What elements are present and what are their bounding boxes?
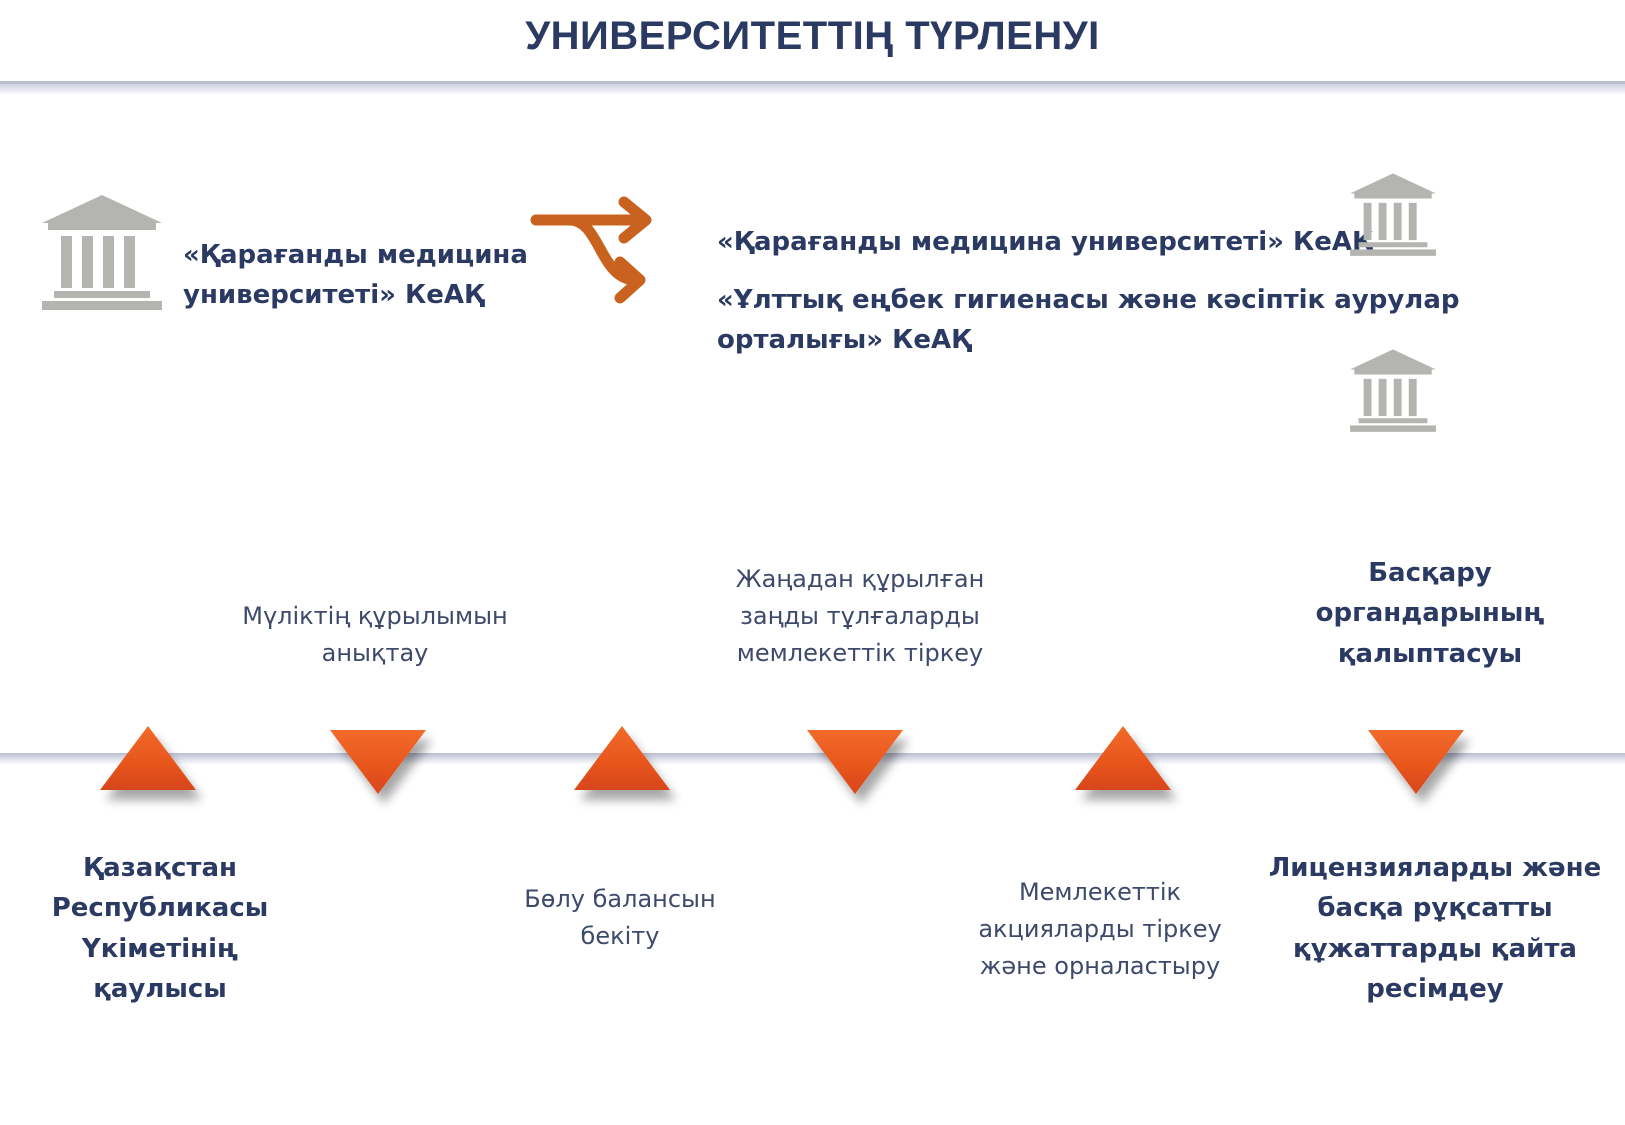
bank-building-icon (1350, 173, 1436, 256)
timeline-step-2: Мүліктің құрылымын анықтау (205, 598, 545, 672)
triangle-down-icon (807, 730, 903, 794)
timeline-step-7: Лицензияларды және басқа рұқсатты құжатт… (1265, 848, 1605, 1009)
result-org-1-line: «Қарағанды медицина университеті» КеАҚ (717, 227, 1373, 257)
step-7-line2: басқа рұқсатты (1317, 893, 1553, 924)
title-divider (0, 81, 1625, 95)
step-5-line1: Мемлекеттік (1018, 878, 1182, 906)
step-3-line2: бекіту (580, 922, 660, 951)
source-org-line2: университеті» КеАҚ (183, 280, 485, 311)
page-title: УНИВЕРСИТЕТТІҢ ТҮРЛЕНУІ (525, 14, 1100, 58)
step-6-line3: қалыптасуы (1337, 638, 1523, 669)
step-3-line1: Бөлу балансын (524, 885, 716, 913)
result-org-2-line2: орталығы» КеАҚ (717, 325, 972, 356)
step-4-line3: мемлекеттік тіркеу (736, 639, 984, 668)
step-1-line2: Республикасы (51, 893, 269, 924)
result-org-2-label: «Ұлттық еңбек гигиенасы және кәсіптік ау… (717, 280, 1460, 361)
step-1-line4: қаулысы (93, 973, 227, 1004)
split-arrow-icon (530, 196, 652, 304)
triangle-up-icon (100, 726, 196, 790)
result-org-1-label: «Қарағанды медицина университеті» КеАҚ (717, 222, 1372, 262)
source-org-line1: «Қарағанды медицина (183, 240, 528, 270)
result-org-2-line1: «Ұлттық еңбек гигиенасы және кәсіптік ау… (717, 285, 1460, 315)
step-4-line2: заңды тұлғаларды (740, 602, 980, 631)
step-5-line3: және орналастыру (979, 952, 1221, 981)
triangle-down-icon (1368, 730, 1464, 794)
triangle-up-icon (574, 726, 670, 790)
triangle-down-icon (330, 730, 426, 794)
step-6-line2: органдарының (1315, 598, 1545, 629)
timeline-step-3: Бөлу балансын бекіту (470, 881, 770, 955)
triangle-up-icon (1075, 726, 1171, 790)
step-1-line3: Үкіметінің (81, 933, 239, 964)
timeline-step-6: Басқару органдарының қалыптасуы (1270, 553, 1590, 674)
step-1-line1: Қазақстан (83, 853, 237, 883)
step-2-line1: Мүліктің құрылымын (242, 602, 508, 630)
timeline-step-5: Мемлекеттік акцияларды тіркеу және орнал… (940, 874, 1260, 986)
step-4-line1: Жаңадан құрылған (735, 565, 985, 593)
step-7-line3: құжаттарды қайта (1293, 933, 1577, 964)
step-7-line4: ресімдеу (1366, 973, 1504, 1004)
bank-building-icon (1350, 349, 1436, 432)
timeline-step-1: Қазақстан Республикасы Үкіметінің қаулыс… (30, 848, 290, 1009)
step-6-line1: Басқару (1368, 558, 1492, 588)
step-7-line1: Лицензияларды және (1268, 853, 1602, 883)
timeline-step-4: Жаңадан құрылған заңды тұлғаларды мемлек… (690, 561, 1030, 673)
step-5-line2: акцияларды тіркеу (978, 915, 1222, 944)
bank-building-icon (42, 195, 162, 310)
step-2-line2: анықтау (321, 639, 429, 668)
source-org-label: «Қарағанды медицина университеті» КеАҚ (183, 235, 528, 316)
